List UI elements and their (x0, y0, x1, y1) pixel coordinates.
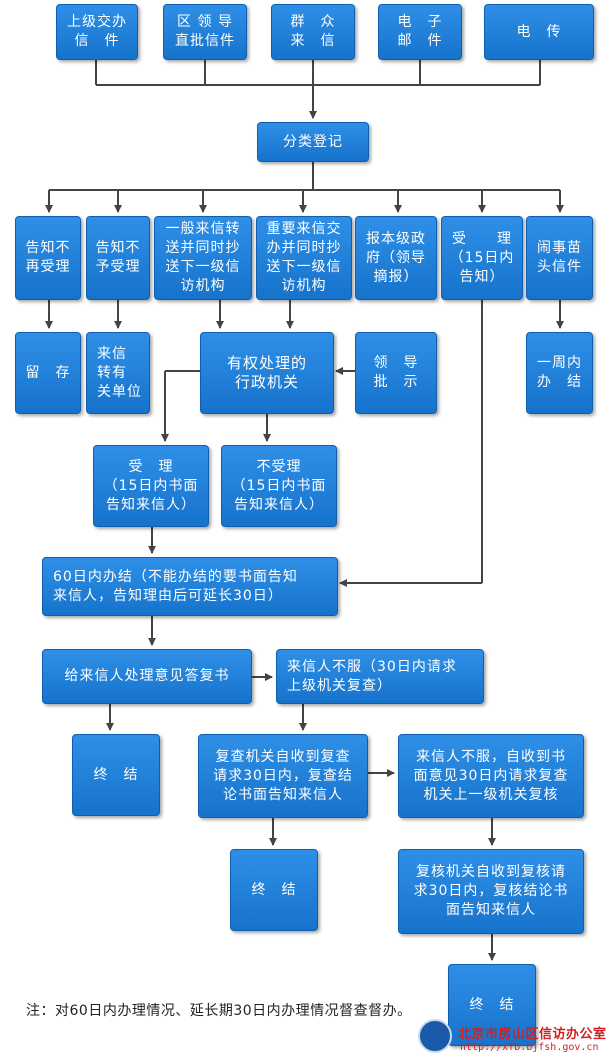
branch-general-letter: 一般来信转 送并同时抄 送下一级信 访机构 (154, 216, 252, 300)
branch-disturbance-letter-label: 闹事苗 头信件 (537, 240, 582, 275)
leader-instruction: 领 导 批 示 (355, 332, 437, 414)
recheck-agency-conclusion-label: 复核机关自收到复核请 求30日内，复核结论书 面告知来信人 (413, 864, 569, 918)
appeal-superior-review-label: 来信人不服（30日内请求 上级机关复查） (287, 658, 457, 694)
branch-no-longer-accept: 告知不 再受理 (15, 216, 81, 300)
keep-on-file-label: 留 存 (25, 364, 71, 381)
classify-register: 分类登记 (257, 122, 369, 162)
authorized-agency: 有权处理的 行政机关 (200, 332, 334, 414)
end-node-2: 终 结 (230, 849, 318, 931)
sixty-day-completion: 60日内办结（不能办结的要书面告知 来信人，告知理由后可延长30日） (42, 557, 338, 616)
source-public-letters: 群 众 来 信 (271, 4, 355, 60)
accept-written-notice-label: 受 理 （15日内书面 告知来信人） (103, 458, 199, 513)
keep-on-file: 留 存 (15, 332, 81, 414)
transfer-to-unit: 来信 转有 关单位 (86, 332, 150, 414)
one-week-completion-label: 一周内 办 结 (537, 355, 582, 390)
branch-no-longer-accept-label: 告知不 再受理 (25, 240, 71, 275)
office-url: http://xfb.bjfsh.gov.cn (460, 1042, 599, 1053)
branch-accept: 受 理 （15日内 告知） (441, 216, 523, 300)
end-node-1: 终 结 (72, 734, 160, 816)
branch-disturbance-letter: 闹事苗 头信件 (526, 216, 593, 300)
end-node-2-label: 终 结 (251, 881, 297, 898)
branch-important-letter-label: 重要来信交 办并同时抄 送下一级信 访机构 (266, 221, 342, 294)
recheck-agency-conclusion: 复核机关自收到复核请 求30日内，复核结论书 面告知来信人 (398, 849, 584, 934)
source-fax: 电 传 (484, 4, 594, 60)
reject-written-notice: 不受理 （15日内书面 告知来信人） (221, 445, 337, 527)
reply-handling-opinion-label: 给来信人处理意见答复书 (64, 668, 230, 684)
source-email: 电 子 邮 件 (378, 4, 462, 60)
branch-not-accept: 告知不 予受理 (86, 216, 150, 300)
office-logo-icon (418, 1019, 452, 1053)
one-week-completion: 一周内 办 结 (526, 332, 593, 414)
appeal-higher-recheck-label: 来信人不服，自收到书 面意见30日内请求复查 机关上一级机关复核 (413, 748, 569, 803)
end-node-3: 终 结 (448, 964, 536, 1046)
end-node-1-label: 终 结 (93, 766, 139, 783)
end-node-3-label: 终 结 (469, 996, 515, 1013)
supervision-note: 注：对60日内办理情况、延长期30日内办理情况督查督办。 (26, 1003, 412, 1019)
authorized-agency-label: 有权处理的 行政机关 (226, 354, 307, 391)
appeal-higher-recheck: 来信人不服，自收到书 面意见30日内请求复查 机关上一级机关复核 (398, 734, 584, 818)
branch-not-accept-label: 告知不 予受理 (95, 240, 141, 275)
source-superior-transfer-letters: 上级交办 信 件 (56, 4, 138, 60)
office-name: 北京市房山区信访办公室 (458, 1027, 607, 1042)
sixty-day-completion-label: 60日内办结（不能办结的要书面告知 来信人，告知理由后可延长30日） (53, 568, 298, 604)
source-superior-transfer-label: 上级交办 信 件 (67, 14, 127, 49)
branch-general-letter-label: 一般来信转 送并同时抄 送下一级信 访机构 (165, 221, 241, 294)
branch-important-letter: 重要来信交 办并同时抄 送下一级信 访机构 (256, 216, 352, 300)
branch-accept-label: 受 理 （15日内 告知） (449, 230, 515, 285)
reply-handling-opinion: 给来信人处理意见答复书 (42, 649, 252, 704)
leader-instruction-label: 领 导 批 示 (373, 355, 419, 390)
review-agency-conclusion-label: 复查机关自收到复查 请求30日内，复查结 论书面告知来信人 (213, 748, 353, 803)
classify-register-label: 分类登记 (283, 133, 343, 150)
transfer-to-unit-label: 来信 转有 关单位 (97, 345, 142, 400)
review-agency-conclusion: 复查机关自收到复查 请求30日内，复查结 论书面告知来信人 (198, 734, 368, 818)
branch-report-government-label: 报本级政 府（领导 摘报） (366, 230, 426, 285)
source-public-label: 群 众 来 信 (290, 14, 336, 49)
source-email-label: 电 子 邮 件 (397, 14, 443, 49)
source-district-leader-letters: 区 领 导 直批信件 (163, 4, 247, 60)
reject-written-notice-label: 不受理 （15日内书面 告知来信人） (231, 458, 327, 513)
source-district-leader-label: 区 领 导 直批信件 (175, 14, 235, 49)
accept-written-notice: 受 理 （15日内书面 告知来信人） (93, 445, 209, 527)
branch-report-government: 报本级政 府（领导 摘报） (355, 216, 437, 300)
appeal-superior-review: 来信人不服（30日内请求 上级机关复查） (276, 649, 484, 704)
source-fax-label: 电 传 (516, 23, 562, 40)
